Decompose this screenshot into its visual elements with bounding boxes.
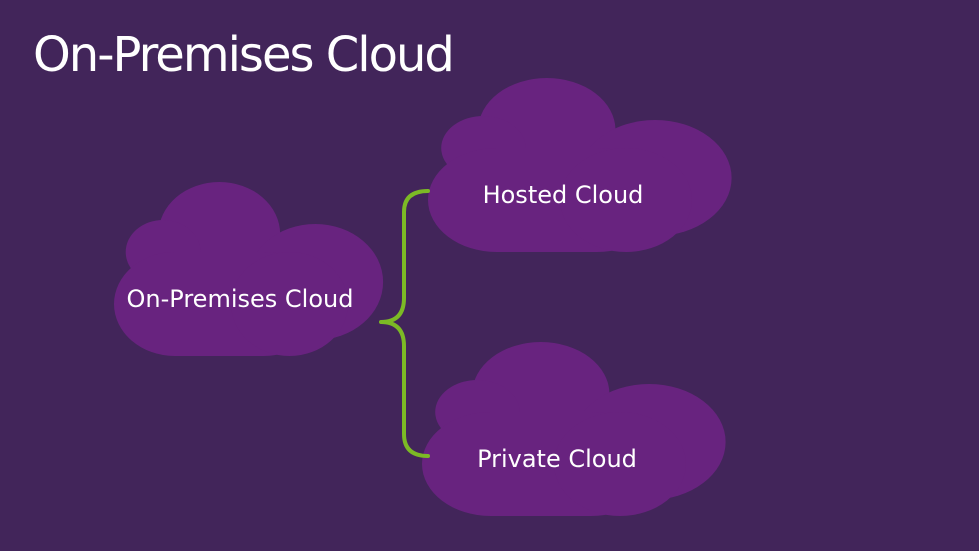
private-cloud: Private Cloud xyxy=(422,342,726,516)
hosted-cloud: Hosted Cloud xyxy=(428,78,732,252)
on-premises-cloud-icon xyxy=(114,182,384,356)
private-cloud-label: Private Cloud xyxy=(477,445,637,473)
slide-title: On-Premises Cloud xyxy=(33,27,455,83)
hosted-cloud-label: Hosted Cloud xyxy=(483,181,644,209)
on-premises-cloud-label: On-Premises Cloud xyxy=(127,285,354,313)
bracket-connector xyxy=(379,189,430,458)
private-cloud-icon xyxy=(422,342,726,516)
hosted-cloud-icon xyxy=(428,78,732,252)
on-premises-cloud: On-Premises Cloud xyxy=(114,182,384,356)
